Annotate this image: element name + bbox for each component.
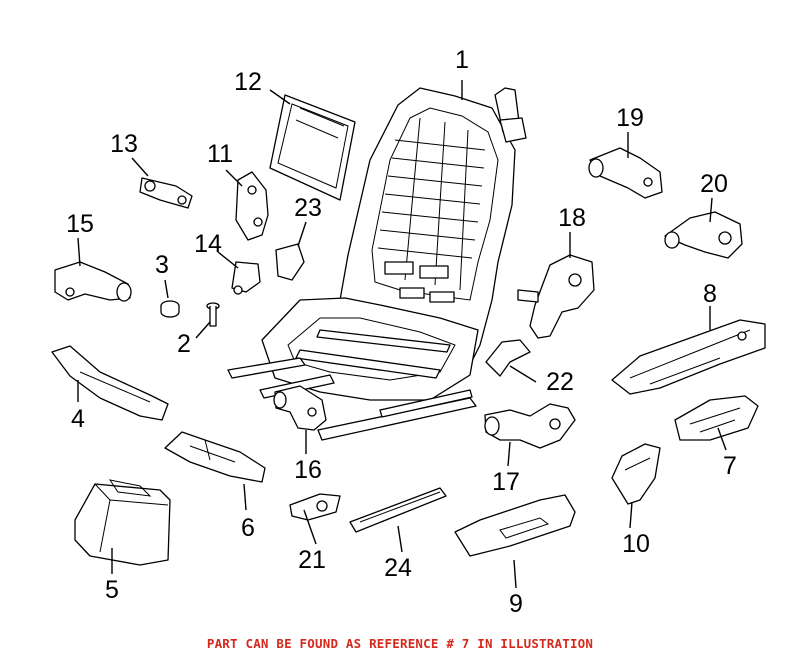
part-17-motor bbox=[484, 403, 576, 449]
part-7-switch-panel bbox=[674, 395, 759, 441]
callout-16: 16 bbox=[294, 456, 322, 484]
part-13-sensor bbox=[139, 177, 193, 209]
callout-19: 19 bbox=[616, 104, 644, 132]
callout-4: 4 bbox=[71, 405, 85, 433]
part-14-connector bbox=[231, 261, 261, 295]
part-15-motor bbox=[54, 261, 132, 302]
part-23-clip bbox=[275, 243, 305, 281]
part-21-small-bracket bbox=[289, 493, 341, 521]
part-9-side-cover bbox=[454, 494, 576, 557]
callout-1: 1 bbox=[455, 46, 469, 74]
callout-17: 17 bbox=[492, 468, 520, 496]
callout-numbers: 1 2 3 4 5 6 7 8 9 10 11 12 13 14 15 16 1… bbox=[66, 46, 737, 618]
callout-11: 11 bbox=[207, 140, 233, 168]
callout-20: 20 bbox=[700, 170, 728, 198]
part-2-bolt bbox=[206, 302, 220, 327]
part-5-storage-box bbox=[74, 479, 171, 566]
part-8-side-trim bbox=[611, 319, 766, 395]
part-18-motor bbox=[517, 254, 595, 339]
part-10-trim-piece bbox=[611, 443, 661, 505]
callout-10: 10 bbox=[622, 530, 650, 558]
part-22-clip bbox=[485, 339, 531, 377]
callout-14: 14 bbox=[194, 230, 222, 258]
reference-note: PART CAN BE FOUND AS REFERENCE # 7 IN IL… bbox=[206, 636, 594, 651]
part-24-rail-cover bbox=[349, 487, 447, 533]
callout-5: 5 bbox=[105, 576, 119, 604]
callout-23: 23 bbox=[294, 194, 322, 222]
part-6-base-cover bbox=[164, 431, 266, 483]
callout-13: 13 bbox=[110, 130, 138, 158]
callout-24: 24 bbox=[384, 554, 412, 582]
part-19-motor bbox=[588, 147, 663, 199]
leader-lines bbox=[77, 80, 727, 589]
part-4-trim-strip bbox=[51, 345, 169, 421]
callout-6: 6 bbox=[241, 514, 255, 542]
callout-22: 22 bbox=[546, 368, 574, 396]
part-16-motor bbox=[273, 385, 327, 431]
callout-2: 2 bbox=[177, 330, 191, 358]
part-20-motor bbox=[664, 211, 743, 259]
callout-9: 9 bbox=[509, 590, 523, 618]
callout-18: 18 bbox=[558, 204, 586, 232]
callout-7: 7 bbox=[723, 452, 737, 480]
callout-21: 21 bbox=[298, 546, 326, 574]
callout-8: 8 bbox=[703, 280, 717, 308]
callout-3: 3 bbox=[155, 251, 169, 279]
callout-15: 15 bbox=[66, 210, 94, 238]
part-11-bracket bbox=[235, 171, 269, 241]
callout-12: 12 bbox=[234, 68, 262, 96]
part-1-seat-frame bbox=[227, 87, 527, 441]
part-3-nut bbox=[160, 300, 180, 318]
part-12-back-panel bbox=[269, 94, 356, 201]
